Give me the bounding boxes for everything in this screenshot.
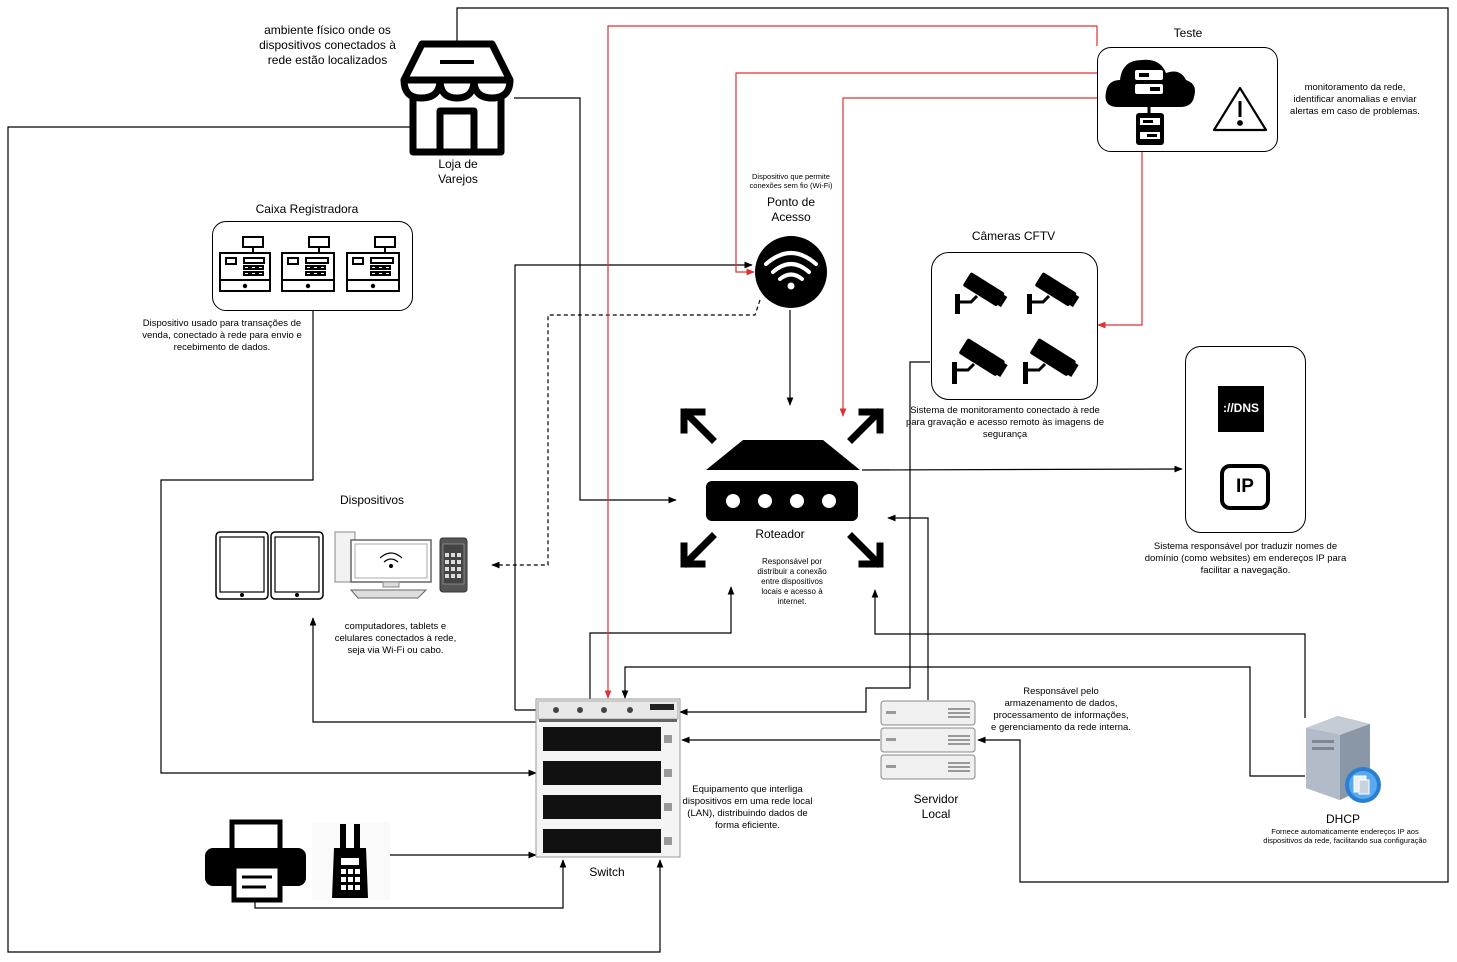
cctv-camera-icons xyxy=(952,272,1080,384)
edge-switch-to-router xyxy=(589,586,735,700)
devices-description: computadores, tablets e celulares conect… xyxy=(334,621,457,656)
server-description: Responsável pelo armazenamento de dados,… xyxy=(991,686,1131,733)
server-title: Servidor Local xyxy=(913,792,959,821)
cctv-camera-icon xyxy=(955,272,1008,314)
store-icon xyxy=(400,40,514,156)
switch-title: Switch xyxy=(589,865,625,879)
cash-register-description: Dispositivo usado para transações de ven… xyxy=(142,318,302,353)
edge-test-to-switch xyxy=(604,25,1098,699)
cctv-camera-icon xyxy=(1027,272,1080,314)
dns-label: ://DNS xyxy=(1223,401,1259,415)
router-icon xyxy=(680,408,884,568)
cctv-camera-icon xyxy=(1023,338,1079,384)
test-description: monitoramento da rede, identificar anoma… xyxy=(1290,82,1420,117)
smartphone-icon xyxy=(439,537,468,593)
cameras-description: Sistema de monitoramento conectado à red… xyxy=(905,405,1105,440)
ip-label: IP xyxy=(1236,476,1254,497)
dns-ip-box xyxy=(1185,346,1306,533)
dhcp-description: Fornece automaticamente endereços IP aos… xyxy=(1263,827,1427,846)
tablet-icon xyxy=(215,531,269,600)
edge-test-to-cameras xyxy=(1097,152,1143,329)
desktop-computer-icon xyxy=(334,531,432,599)
cctv-camera-icon xyxy=(952,338,1008,384)
edge-router-to-dns xyxy=(861,465,1183,473)
switch-rack-icon xyxy=(535,698,681,858)
device-icons xyxy=(215,531,468,600)
edge-test-to-accesspoint xyxy=(735,72,1097,276)
edge-switch-to-accesspoint xyxy=(514,261,753,710)
edge-printer-to-switch xyxy=(254,859,567,909)
switch-description: Equipamento que interliga dispositivos e… xyxy=(682,784,813,831)
edge-store-outer-loop xyxy=(456,7,1449,883)
access-point-title: Ponto de Acesso xyxy=(766,195,816,224)
server-icon xyxy=(880,700,976,780)
cash-register-box xyxy=(212,221,413,311)
access-point-description: Dispositivo que permite conexões sem fio… xyxy=(749,172,833,191)
edge-dhcp-to-switch xyxy=(621,666,1305,777)
black-connectors xyxy=(7,7,1449,953)
edge-cameras-to-switch xyxy=(679,361,930,716)
edge-dhcp-to-router xyxy=(871,589,1306,718)
test-title: Teste xyxy=(1173,26,1203,40)
devices-title: Dispositivos xyxy=(339,493,405,507)
cash-register-icon xyxy=(219,236,271,292)
red-connectors xyxy=(604,25,1143,699)
router-title: Roteador xyxy=(755,527,805,541)
edge-test-to-router xyxy=(839,97,1097,417)
edge-server-to-router xyxy=(887,514,929,700)
cash-register-icon xyxy=(281,236,335,292)
cameras-title: Câmeras CFTV xyxy=(971,229,1056,243)
dns-description: Sistema responsável por traduzir nomes d… xyxy=(1144,541,1347,576)
cash-register-title: Caixa Registradora xyxy=(255,202,359,216)
dhcp-title: DHCP xyxy=(1325,812,1360,826)
cash-register-icon xyxy=(346,236,400,292)
tablet-icon xyxy=(270,531,324,600)
dns-icon xyxy=(1218,386,1264,432)
pos-terminal-icon xyxy=(312,822,390,900)
printer-icon xyxy=(205,819,306,903)
edge-store-to-router xyxy=(514,97,677,504)
wifi-access-point-icon xyxy=(755,236,827,308)
cameras-box xyxy=(931,252,1098,400)
test-monitoring-box xyxy=(1097,47,1278,152)
edge-accesspoint-to-devices-wifi xyxy=(491,299,761,569)
cash-register-icons xyxy=(219,236,400,292)
dhcp-server-icon xyxy=(1306,716,1381,803)
store-description: ambiente físico onde os dispositivos con… xyxy=(259,23,396,67)
cloud-server-icon xyxy=(1105,59,1195,145)
edge-store-to-switch-bottom xyxy=(7,126,664,953)
warning-icon xyxy=(1212,86,1268,132)
router-description: Responsável por distribuir a conexão ent… xyxy=(757,557,827,606)
store-title: Loja de Varejos xyxy=(438,157,478,186)
edge-switch-to-devices xyxy=(309,617,536,723)
edge-cashregister-to-switch xyxy=(160,310,537,777)
ip-icon xyxy=(1220,464,1270,510)
